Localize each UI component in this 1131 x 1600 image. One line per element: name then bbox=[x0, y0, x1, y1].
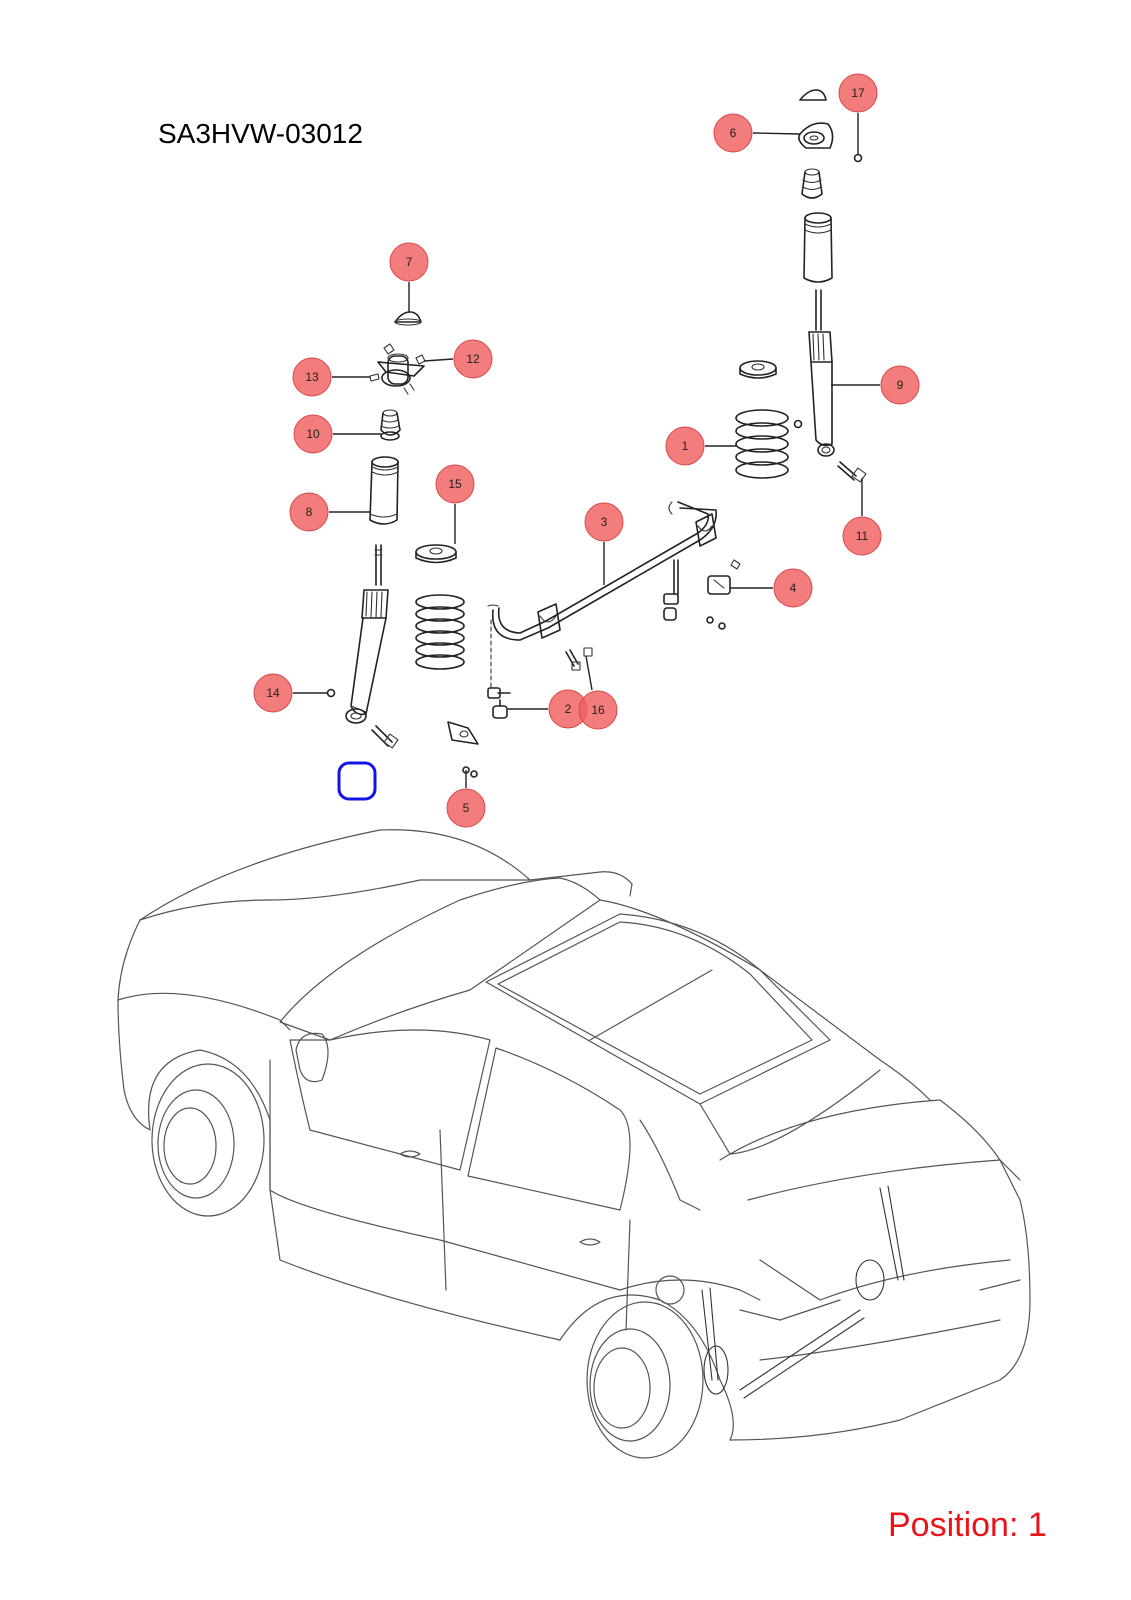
left-damper-body bbox=[326, 544, 399, 749]
callout-5[interactable]: 5 bbox=[446, 770, 486, 828]
left-top-cap bbox=[394, 311, 422, 323]
left-bump-stop bbox=[380, 409, 401, 441]
callout-number: 14 bbox=[266, 686, 280, 700]
callout-circle[interactable] bbox=[578, 690, 618, 730]
callout-7[interactable]: 7 bbox=[389, 242, 429, 312]
callout-number: 17 bbox=[851, 86, 865, 100]
callout-6[interactable]: 6 bbox=[713, 113, 801, 153]
callout-17[interactable]: 17 bbox=[838, 73, 878, 155]
right-spring-assembly bbox=[735, 360, 789, 479]
callout-leader-line bbox=[423, 358, 454, 362]
callout-circle[interactable] bbox=[773, 568, 813, 608]
right-shock-assembly bbox=[793, 89, 867, 483]
callout-circle[interactable] bbox=[838, 73, 878, 113]
diagram-code: SA3HVW-03012 bbox=[158, 118, 363, 149]
callout-circle[interactable] bbox=[584, 502, 624, 542]
callout-2[interactable]: 2 bbox=[508, 689, 588, 729]
callout-number: 5 bbox=[463, 801, 470, 815]
callout-1[interactable]: 1 bbox=[665, 426, 736, 466]
callout-leader-line bbox=[752, 132, 801, 135]
callout-number: 7 bbox=[406, 255, 413, 269]
stabilizer-bar-assembly bbox=[447, 501, 741, 778]
callout-leader-line bbox=[585, 655, 593, 691]
callout-number: 2 bbox=[565, 702, 572, 716]
selected-position-marker[interactable] bbox=[337, 761, 377, 801]
callout-12[interactable]: 12 bbox=[423, 339, 493, 379]
callout-9[interactable]: 9 bbox=[831, 365, 920, 405]
callout-circle[interactable] bbox=[253, 673, 293, 713]
callout-number: 3 bbox=[601, 515, 608, 529]
callout-circle[interactable] bbox=[713, 113, 753, 153]
left-top-mount bbox=[369, 343, 426, 395]
callout-8[interactable]: 8 bbox=[289, 492, 371, 532]
callout-number: 16 bbox=[591, 703, 605, 717]
callout-number: 13 bbox=[305, 370, 319, 384]
callout-circle[interactable] bbox=[842, 516, 882, 556]
callout-number: 11 bbox=[856, 529, 869, 543]
left-top-cap-base bbox=[394, 318, 422, 326]
callout-15[interactable]: 15 bbox=[435, 464, 475, 544]
callout-number: 15 bbox=[448, 477, 462, 491]
callout-14[interactable]: 14 bbox=[253, 673, 327, 713]
callout-3[interactable]: 3 bbox=[584, 502, 624, 585]
left-dust-boot bbox=[369, 456, 399, 525]
callout-number: 1 bbox=[682, 439, 689, 453]
callout-circle[interactable] bbox=[435, 464, 475, 504]
position-label: Position: 1 bbox=[888, 1506, 1047, 1544]
middle-spring-assembly bbox=[415, 544, 465, 670]
callout-circle[interactable] bbox=[389, 242, 429, 282]
callout-13[interactable]: 13 bbox=[292, 357, 370, 397]
callout-circle[interactable] bbox=[293, 414, 333, 454]
callout-number: 6 bbox=[730, 126, 737, 140]
callout-11[interactable]: 11 bbox=[842, 478, 882, 556]
vehicle-outline bbox=[117, 829, 1031, 1459]
callout-16[interactable]: 16 bbox=[578, 655, 618, 730]
callout-number: 4 bbox=[790, 581, 797, 595]
callout-circle[interactable] bbox=[880, 365, 920, 405]
callout-circle[interactable] bbox=[446, 788, 486, 828]
callout-circle[interactable] bbox=[665, 426, 705, 466]
callout-number: 12 bbox=[466, 352, 480, 366]
left-shock-assembly bbox=[326, 311, 426, 749]
callout-10[interactable]: 10 bbox=[293, 414, 381, 454]
callout-number: 8 bbox=[306, 505, 313, 519]
callout-circle[interactable] bbox=[292, 357, 332, 397]
callout-number: 10 bbox=[306, 427, 320, 441]
callout-number: 9 bbox=[897, 378, 904, 392]
callout-4[interactable]: 4 bbox=[730, 568, 813, 608]
callout-circle[interactable] bbox=[289, 492, 329, 532]
callout-circle[interactable] bbox=[453, 339, 493, 379]
